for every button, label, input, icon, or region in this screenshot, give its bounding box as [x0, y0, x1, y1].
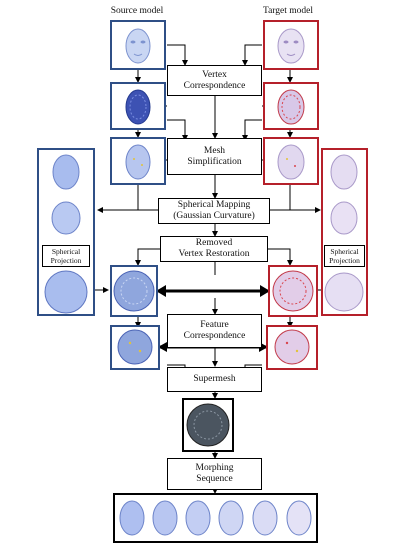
- supermesh-sphere-image: [186, 403, 230, 447]
- target-sphere-frame: [268, 265, 318, 317]
- source-feature-frame: [110, 325, 160, 370]
- source-feature-sphere-image: [117, 329, 153, 365]
- morph-sequence-frame: [113, 493, 318, 543]
- target-vertex-head-image: [277, 89, 305, 125]
- target-model-frame: [263, 20, 319, 70]
- source-simplified-head-image: [125, 144, 151, 180]
- feature-correspondence-line2: Correspondence: [183, 331, 246, 341]
- source-sphere-frame: [110, 265, 158, 317]
- right-column-sphere: [324, 272, 364, 312]
- source-sphere-image: [113, 270, 155, 312]
- source-vertex-frame: [110, 82, 166, 130]
- vertex-correspondence-line2: Correspondence: [183, 80, 246, 91]
- left-projection-line1: Spherical: [51, 247, 81, 256]
- supermesh-box: Supermesh: [167, 367, 262, 392]
- source-simplified-frame: [110, 137, 166, 185]
- target-feature-frame: [266, 325, 318, 370]
- morph-sequence-image: [119, 500, 312, 536]
- target-feature-sphere-image: [274, 329, 310, 365]
- feature-correspondence-line1: Feature: [200, 320, 229, 330]
- left-column-heads: [51, 154, 81, 235]
- morphing-line2: Sequence: [196, 474, 233, 484]
- spherical-mapping-box: Spherical Mapping(Gaussian Curvature): [158, 198, 270, 224]
- left-column-sphere: [44, 270, 88, 314]
- target-simplified-head-image: [277, 144, 305, 180]
- morphing-line1: Morphing: [195, 463, 234, 473]
- target-model-label: Target model: [262, 6, 314, 16]
- right-projection-line2: Projection: [329, 256, 360, 265]
- target-vertex-frame: [263, 82, 319, 130]
- mesh-simplification-line1: Mesh: [203, 145, 226, 156]
- mesh-simplification-line2: Simplification: [187, 156, 242, 167]
- right-projection-line1: Spherical: [330, 247, 359, 256]
- target-head-image: [277, 28, 305, 64]
- right-column-heads: [330, 154, 358, 235]
- source-model-frame: [110, 20, 166, 70]
- spherical-mapping-line1: Spherical Mapping: [177, 200, 251, 210]
- supermesh-label: Supermesh: [193, 374, 236, 384]
- source-vertex-head-image: [125, 89, 151, 125]
- target-simplified-frame: [263, 137, 319, 185]
- source-head-image: [125, 28, 151, 64]
- supermesh-frame: [182, 398, 234, 452]
- left-projection-line2: Projection: [50, 256, 82, 265]
- vertex-correspondence-line1: Vertex: [202, 69, 227, 80]
- spherical-mapping-line2: (Gaussian Curvature): [173, 211, 255, 221]
- target-sphere-image: [272, 270, 314, 312]
- source-model-label: Source model: [110, 6, 164, 16]
- restoration-line2: Vertex Restoration: [178, 249, 250, 259]
- restoration-line1: Removed: [195, 238, 233, 248]
